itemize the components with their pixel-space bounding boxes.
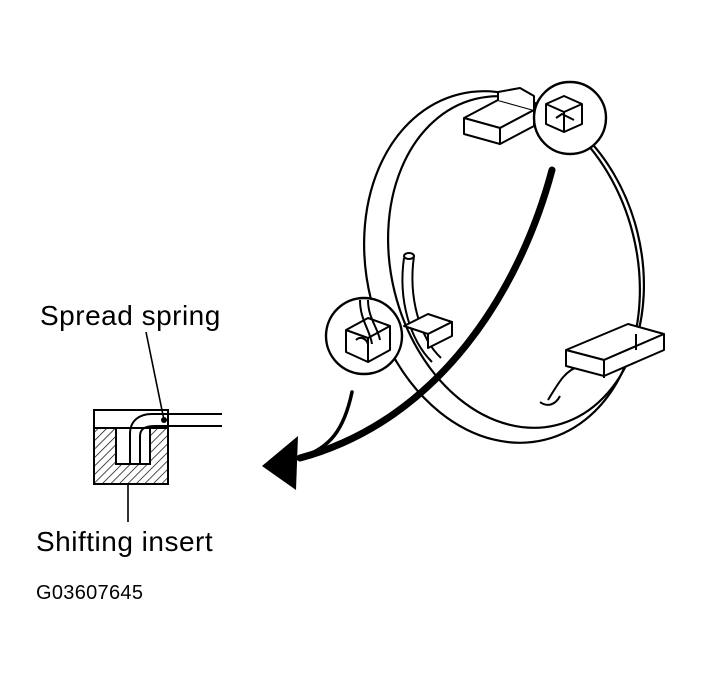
detail-arrow — [262, 166, 556, 490]
detail-circle-right — [532, 80, 608, 156]
shifting-insert-top — [463, 87, 535, 145]
shifting-insert-left — [403, 313, 453, 349]
shifting-insert-label: Shifting insert — [36, 526, 214, 557]
spread-spring-label: Spread spring — [40, 300, 221, 331]
detail-circle-left — [324, 296, 404, 376]
cross-section — [93, 409, 222, 485]
spread-spring-leader — [145, 331, 167, 423]
shifting-insert-right — [565, 323, 665, 378]
figure-code: G03607645 — [36, 582, 144, 604]
